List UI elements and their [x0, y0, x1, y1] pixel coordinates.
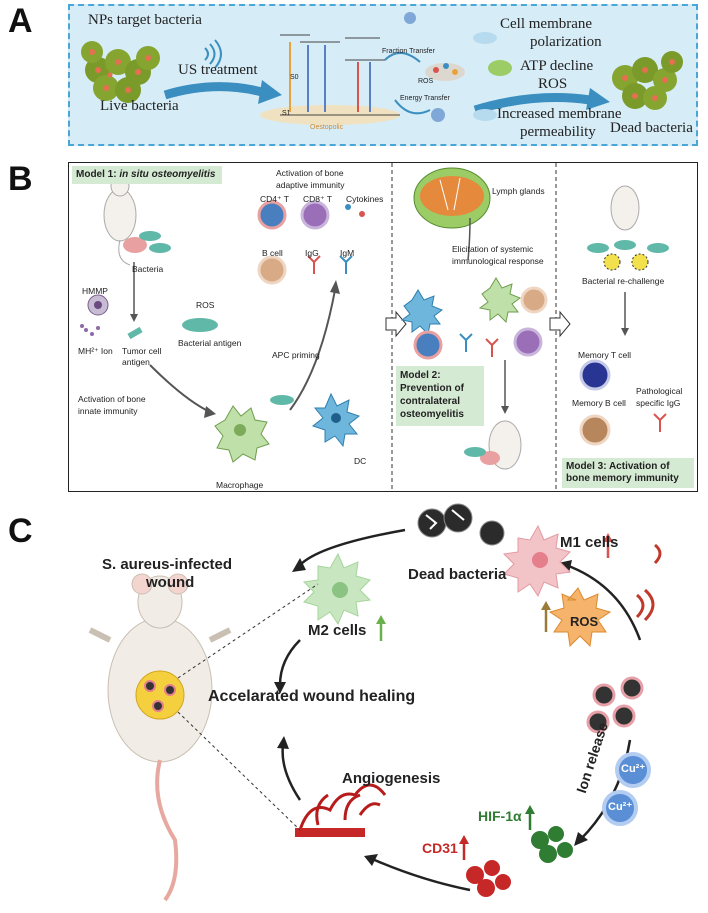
lymph-label: Lymph glands	[492, 186, 545, 196]
patho-line2: specific IgG	[636, 398, 681, 408]
increased-membrane-label: Increased membrane	[497, 106, 622, 122]
dc-label: DC	[354, 456, 367, 466]
nps-target-label: NPs target bacteria	[88, 12, 202, 28]
angiogenesis-label: Angiogenesis	[342, 770, 441, 787]
ros-label-b: ROS	[196, 300, 215, 310]
lymph-gland-icon	[413, 167, 491, 229]
atp-decline-label: ATP decline	[520, 58, 594, 74]
panel-label-c: C	[8, 512, 33, 550]
model3-line2: bone memory immunity	[566, 473, 679, 484]
fraction-label: Fraction Transfer	[382, 48, 435, 55]
model3-line1: Model 3: Activation of	[566, 461, 670, 472]
elicit-line2: immunological response	[452, 256, 544, 266]
adaptive-line2: adaptive immunity	[276, 180, 345, 190]
panel-label-a: A	[8, 2, 33, 40]
dead-bacteria-label-a: Dead bacteria	[610, 120, 693, 136]
cell-membrane-label: Cell membrane	[500, 16, 593, 32]
igm-label: IgM	[340, 248, 355, 258]
cd31-label: CD31	[422, 840, 458, 856]
panel-a	[68, 4, 698, 146]
elicit-line1: Elicitation of systemic	[452, 244, 534, 254]
cu-label-2: Cu²⁺	[608, 801, 633, 813]
us-treatment-label: US treatment	[178, 62, 258, 78]
wound-line2: wound	[146, 574, 195, 591]
osteo-label: Oestopolic	[310, 124, 344, 131]
panel-label-b: B	[8, 160, 33, 198]
hif-label: HIF-1α	[478, 808, 522, 824]
dead-bacteria-cluster	[612, 51, 683, 110]
apc-priming-label: APC priming	[272, 350, 320, 360]
live-bacteria-label: Live bacteria	[100, 98, 179, 114]
angiogenesis-vessel	[298, 783, 387, 831]
nanoparticles	[586, 676, 644, 734]
energy-label: Energy Transfer	[400, 95, 450, 102]
polarization-label: polarization	[530, 34, 602, 50]
bcell-label: B cell	[262, 248, 283, 258]
cd4-label: CD4⁺ T	[260, 194, 289, 204]
hmmp-label: HMMP	[82, 286, 108, 296]
dead-bacteria-icons	[417, 503, 505, 546]
s0-label: S0	[290, 74, 299, 81]
ros-small-label: ROS	[418, 78, 434, 85]
dead-bacteria-label-c: Dead bacteria	[408, 566, 507, 583]
ros-label-a: ROS	[538, 76, 568, 92]
m2-label: M2 cells	[308, 622, 367, 639]
wound-line1: S. aureus-infected	[102, 556, 233, 573]
memory-t-label: Memory T cell	[578, 350, 632, 360]
rechallenge-label: Bacterial re-challenge	[582, 276, 665, 286]
ultrasound-icon	[204, 39, 222, 69]
tumor-cell-line2: antigen	[122, 357, 150, 367]
igg-label: IgG	[305, 248, 319, 258]
cytokines-label: Cytokines	[346, 194, 384, 204]
jablonski-diagram	[260, 34, 400, 125]
cd8-label: CD8⁺ T	[303, 194, 332, 204]
healing-label: Accelarated wound healing	[208, 688, 416, 705]
dendritic-cell	[311, 392, 361, 448]
mouse-c	[88, 573, 232, 902]
model2-line3: contralateral	[400, 396, 461, 407]
ros-label-c: ROS	[570, 614, 599, 629]
adaptive-line1: Activation of bone	[276, 168, 344, 178]
live-bacteria-cluster	[81, 41, 160, 103]
s1-label: S1	[282, 110, 291, 117]
ros-burst	[548, 587, 612, 648]
memory-b-label: Memory B cell	[572, 398, 626, 408]
model2-line2: Prevention of	[400, 383, 464, 394]
macrophage-cell	[214, 405, 270, 463]
model1-em: in situ osteomyelitis	[119, 169, 216, 180]
model1-box: Model 1: in situ osteomyelitis	[72, 166, 222, 184]
mh-ion-label: MH²⁺ Ion	[78, 346, 113, 356]
innate-line1: Activation of bone	[78, 394, 146, 404]
m1-label: M1 cells	[560, 534, 619, 551]
model3-box: Model 3: Activation of bone memory immun…	[562, 458, 694, 488]
macrophage-label: Macrophage	[216, 480, 264, 490]
m2-cell	[302, 552, 372, 626]
bacterial-antigen-label: Bacterial antigen	[178, 338, 242, 348]
m1-cell	[502, 524, 572, 598]
cu-label-1: Cu²⁺	[621, 763, 646, 775]
permeability-label: permeability	[520, 124, 596, 140]
model1-prefix: Model 1:	[76, 169, 120, 180]
model2-line4: osteomyelitis	[400, 409, 464, 420]
bacteria-label-b: Bacteria	[132, 264, 164, 274]
panel-b-graphics	[80, 163, 669, 491]
patho-line1: Pathological	[636, 386, 683, 396]
panel-a-graphics	[81, 12, 683, 125]
model2-box: Model 2: Prevention of contralateral ost…	[396, 366, 484, 426]
innate-line2: innate immunity	[78, 406, 138, 416]
tumor-cell-line1: Tumor cell	[122, 346, 162, 356]
model2-line1: Model 2:	[400, 370, 441, 381]
